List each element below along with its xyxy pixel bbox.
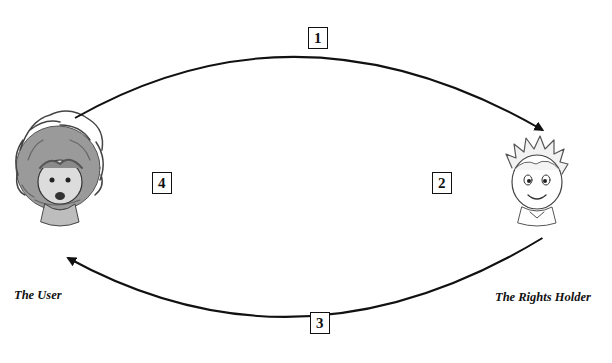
user-figure-node: The User (10, 118, 110, 258)
flow-arrow (75, 57, 543, 130)
step-number: 3 (310, 312, 330, 334)
callout-number: 2 (432, 172, 452, 194)
rights-holder-figure (506, 136, 568, 226)
figure-caption: The User (14, 288, 62, 303)
user-figure (16, 111, 103, 226)
step-number: 1 (308, 27, 328, 49)
callout-number: 4 (152, 172, 172, 194)
flow-arrow (68, 238, 543, 317)
rights-holder-node: The Rights Holder (495, 130, 590, 238)
figure-caption: The Rights Holder (495, 290, 591, 305)
